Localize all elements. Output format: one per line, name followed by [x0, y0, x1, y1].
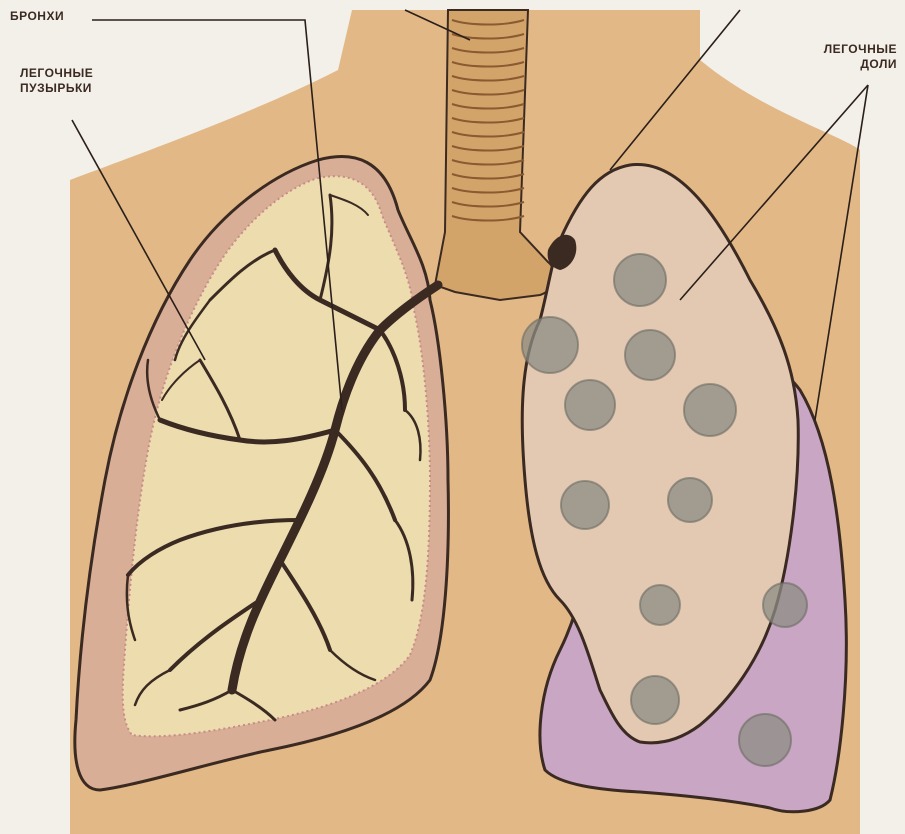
label-lobes: ЛЕГОЧНЫЕ ДОЛИ — [824, 42, 897, 72]
label-alveoli: ЛЕГОЧНЫЕ ПУЗЫРЬКИ — [20, 66, 93, 96]
lesion-spot — [565, 380, 615, 430]
lesion-spot — [684, 384, 736, 436]
lesion-spot — [614, 254, 666, 306]
lesion-spot — [561, 481, 609, 529]
lesion-spot — [763, 583, 807, 627]
lesion-spot — [739, 714, 791, 766]
lesion-spot — [625, 330, 675, 380]
label-bronchi: БРОНХИ — [10, 9, 64, 24]
lesion-spot — [522, 317, 578, 373]
lesion-spot — [640, 585, 680, 625]
lesion-spot — [668, 478, 712, 522]
lesion-spot — [631, 676, 679, 724]
